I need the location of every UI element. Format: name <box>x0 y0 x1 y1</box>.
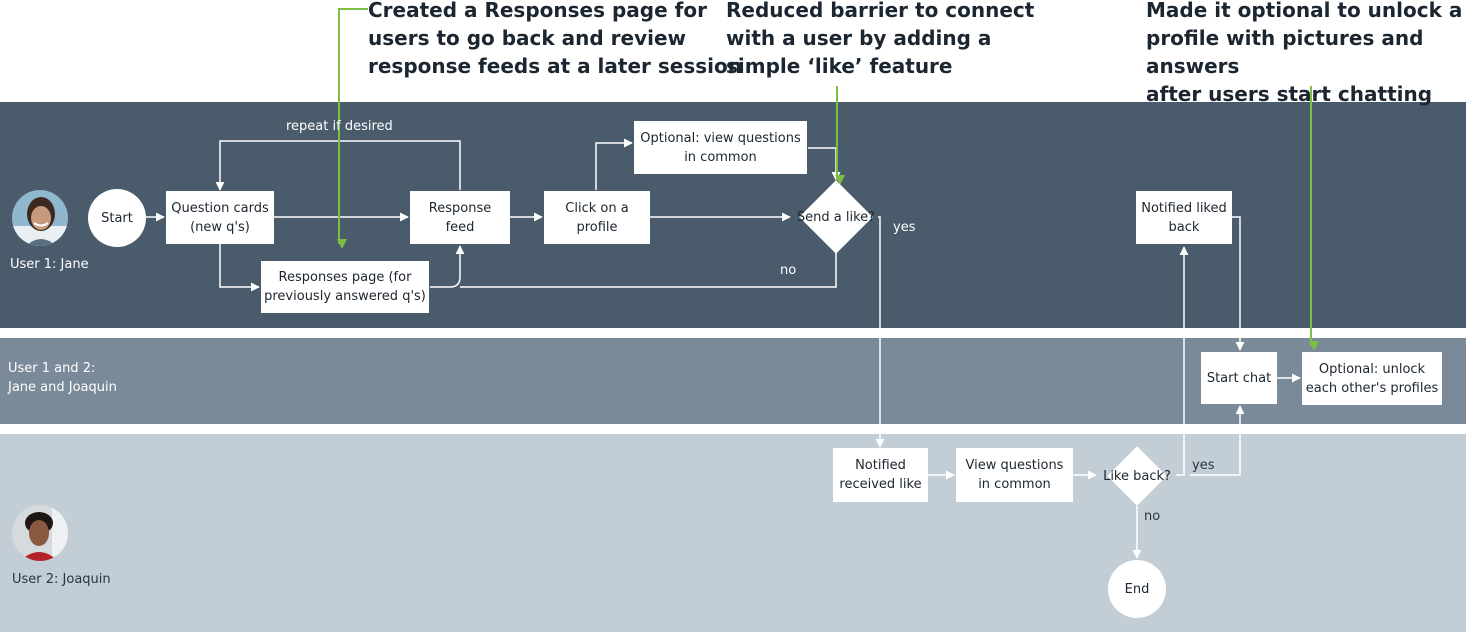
start-node[interactable]: Start <box>88 189 146 247</box>
annotation-like-feature: Reduced barrier to connect with a user b… <box>726 0 1035 78</box>
like-back-decision[interactable]: Like back? <box>1098 446 1176 506</box>
avatar-joaquin <box>12 505 68 561</box>
click-profile-node[interactable]: Click on a profile <box>544 191 650 244</box>
unlock-profiles-node[interactable]: Optional: unlock each other's profiles <box>1302 352 1442 405</box>
end-node[interactable]: End <box>1108 560 1166 618</box>
lane-user2 <box>0 434 1466 632</box>
avatar-jane <box>12 190 68 246</box>
like-back-label: Like back? <box>1103 468 1171 484</box>
annotation-unlock-profile: Made it optional to unlock a profile wit… <box>1146 0 1463 106</box>
repeat-label: repeat if desired <box>286 119 393 134</box>
like-back-no-label: no <box>1144 509 1161 524</box>
like-back-yes-label: yes <box>1192 458 1215 473</box>
notified-received-like-node[interactable]: Notified received like <box>833 448 928 502</box>
send-like-label: Send a like? <box>796 209 876 225</box>
view-questions-common-node[interactable]: View questions in common <box>956 448 1073 502</box>
annotation-responses-page: Created a Responses page for users to go… <box>368 0 742 78</box>
lane-label-user1: User 1: Jane <box>10 257 89 272</box>
notified-liked-back-node[interactable]: Notified liked back <box>1136 191 1232 244</box>
start-chat-node[interactable]: Start chat <box>1201 352 1277 404</box>
send-like-decision[interactable]: Send a like? <box>792 180 880 254</box>
response-feed-node[interactable]: Response feed <box>410 191 510 244</box>
send-like-no-label: no <box>780 263 797 278</box>
lane-label-both: User 1 and 2: Jane and Joaquin <box>8 361 117 395</box>
optional-view-questions-node[interactable]: Optional: view questions in common <box>634 121 807 174</box>
lane-label-user2: User 2: Joaquin <box>12 572 111 587</box>
responses-page-node[interactable]: Responses page (for previously answered … <box>261 261 429 313</box>
send-like-yes-label: yes <box>893 220 916 235</box>
question-cards-node[interactable]: Question cards (new q's) <box>166 191 274 244</box>
